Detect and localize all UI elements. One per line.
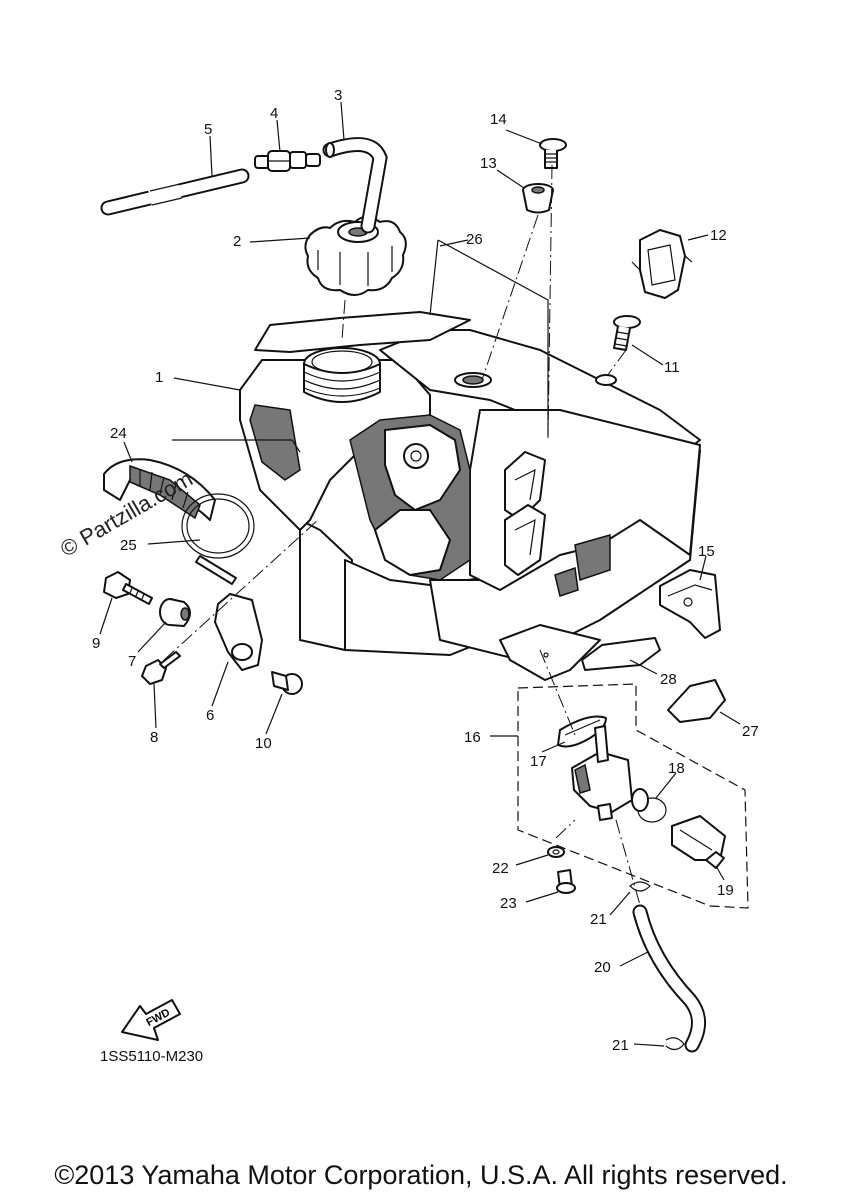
tank-decal — [504, 451, 546, 576]
bolt-9 — [103, 571, 153, 605]
callout-8: 8 — [150, 729, 158, 746]
callout-2: 2 — [233, 233, 241, 250]
callout-23: 23 — [500, 895, 517, 912]
damper-27 — [667, 679, 726, 723]
band-25 — [181, 493, 255, 585]
clip-12 — [631, 229, 693, 299]
cover-15 — [659, 569, 721, 639]
callout-21b: 21 — [612, 1037, 629, 1054]
damper-7 — [159, 598, 191, 627]
copyright-notice: ©2013 Yamaha Motor Corporation, U.S.A. A… — [54, 1160, 788, 1190]
collar-13 — [522, 183, 554, 214]
callout-6: 6 — [206, 707, 214, 724]
fwd-arrow-icon: FWD — [121, 999, 181, 1041]
callout-10: 10 — [255, 735, 272, 752]
diagram-code: 1SS5110-M230 — [100, 1048, 204, 1065]
callout-5: 5 — [204, 121, 212, 138]
fuel-hose-20 — [632, 904, 706, 1053]
callout-3: 3 — [334, 87, 342, 104]
callout-24: 24 — [110, 425, 127, 442]
callout-1: 1 — [155, 369, 163, 386]
callout-11: 11 — [664, 359, 680, 376]
callout-12: 12 — [710, 227, 727, 244]
callout-26: 26 — [466, 231, 483, 248]
vent-hose — [100, 168, 250, 216]
bracket-6 — [214, 593, 263, 671]
center-lines — [163, 164, 641, 906]
callout-9: 9 — [92, 635, 100, 652]
check-valve — [254, 150, 321, 172]
bolt-10 — [271, 671, 303, 695]
callout-27: 27 — [742, 723, 759, 740]
bolt-8 — [141, 651, 181, 685]
bolt-14 — [539, 138, 567, 169]
callout-25: 25 — [120, 537, 137, 554]
bolt-11 — [613, 315, 641, 351]
callout-13: 13 — [480, 155, 497, 172]
breather-hose — [322, 137, 388, 234]
leader-lines — [99, 101, 741, 1047]
callout-18: 18 — [668, 760, 685, 777]
callout-15: 15 — [698, 543, 715, 560]
callout-labels: 1 2 3 4 5 6 7 8 9 10 11 12 13 14 15 16 1… — [92, 87, 759, 1054]
callout-4: 4 — [270, 105, 278, 122]
callout-19: 19 — [717, 882, 734, 899]
fuel-tank — [239, 311, 701, 681]
damper-28 — [581, 637, 661, 671]
callout-21a: 21 — [590, 911, 607, 928]
callout-20: 20 — [594, 959, 611, 976]
callout-14: 14 — [490, 111, 507, 128]
callout-22: 22 — [492, 860, 509, 877]
fuel-cap — [304, 216, 407, 296]
callout-17: 17 — [530, 753, 547, 770]
tank-band-24 — [103, 458, 216, 521]
callout-28: 28 — [660, 671, 677, 688]
callout-16: 16 — [464, 729, 481, 746]
fuel-cock-assembly — [517, 683, 749, 909]
callout-7: 7 — [128, 653, 136, 670]
